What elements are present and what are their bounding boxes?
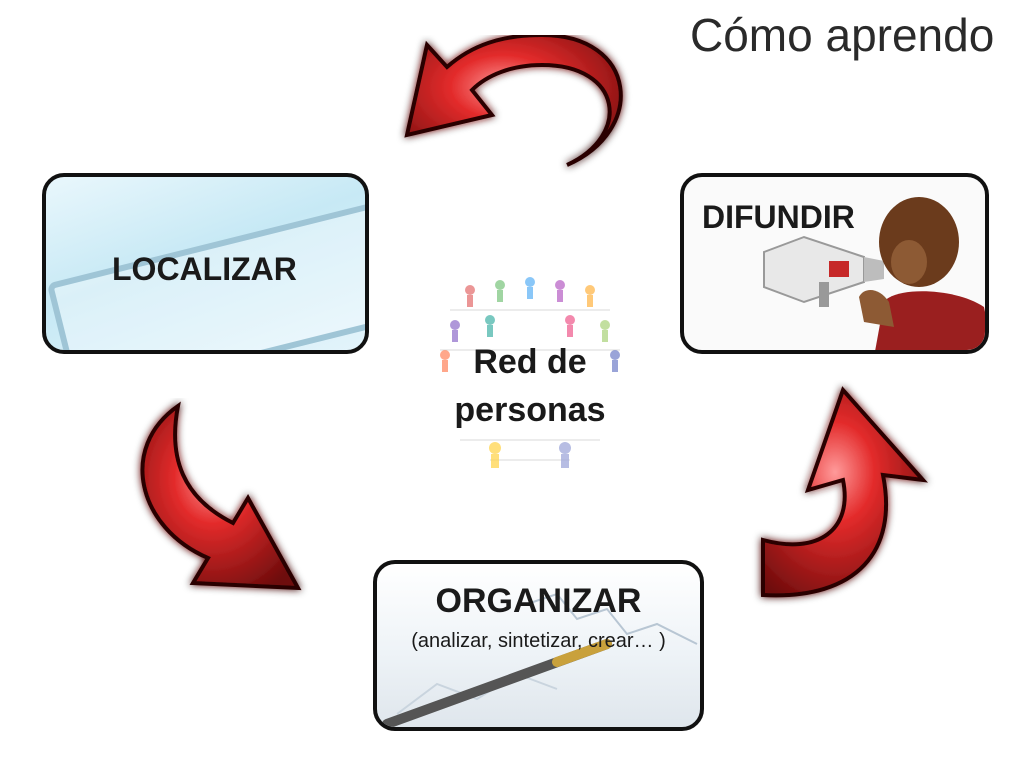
step-organizar: ORGANIZAR (analizar, sintetizar, crear… … [373,560,704,731]
center-label-line2: personas [454,391,606,429]
step-localizar-label: LOCALIZAR [112,251,297,287]
curved-arrow-right-icon [761,386,929,598]
people-network-image [440,277,620,468]
step-organizar-sublabel: (analizar, sintetizar, crear… ) [411,630,666,652]
curved-arrow-top-icon [404,35,623,167]
step-difundir: DIFUNDIR [680,173,989,354]
pen-on-chart-image [382,592,698,727]
curved-arrow-left-icon [140,401,302,591]
woman-megaphone-image [763,197,985,350]
center-network-label: Red de personas [420,338,640,434]
step-difundir-label: DIFUNDIR [702,199,855,235]
step-localizar: LOCALIZAR [42,173,369,354]
center-label-line1: Red de [473,343,587,381]
page-title: Cómo aprendo [690,9,995,61]
step-organizar-label: ORGANIZAR [435,582,642,620]
